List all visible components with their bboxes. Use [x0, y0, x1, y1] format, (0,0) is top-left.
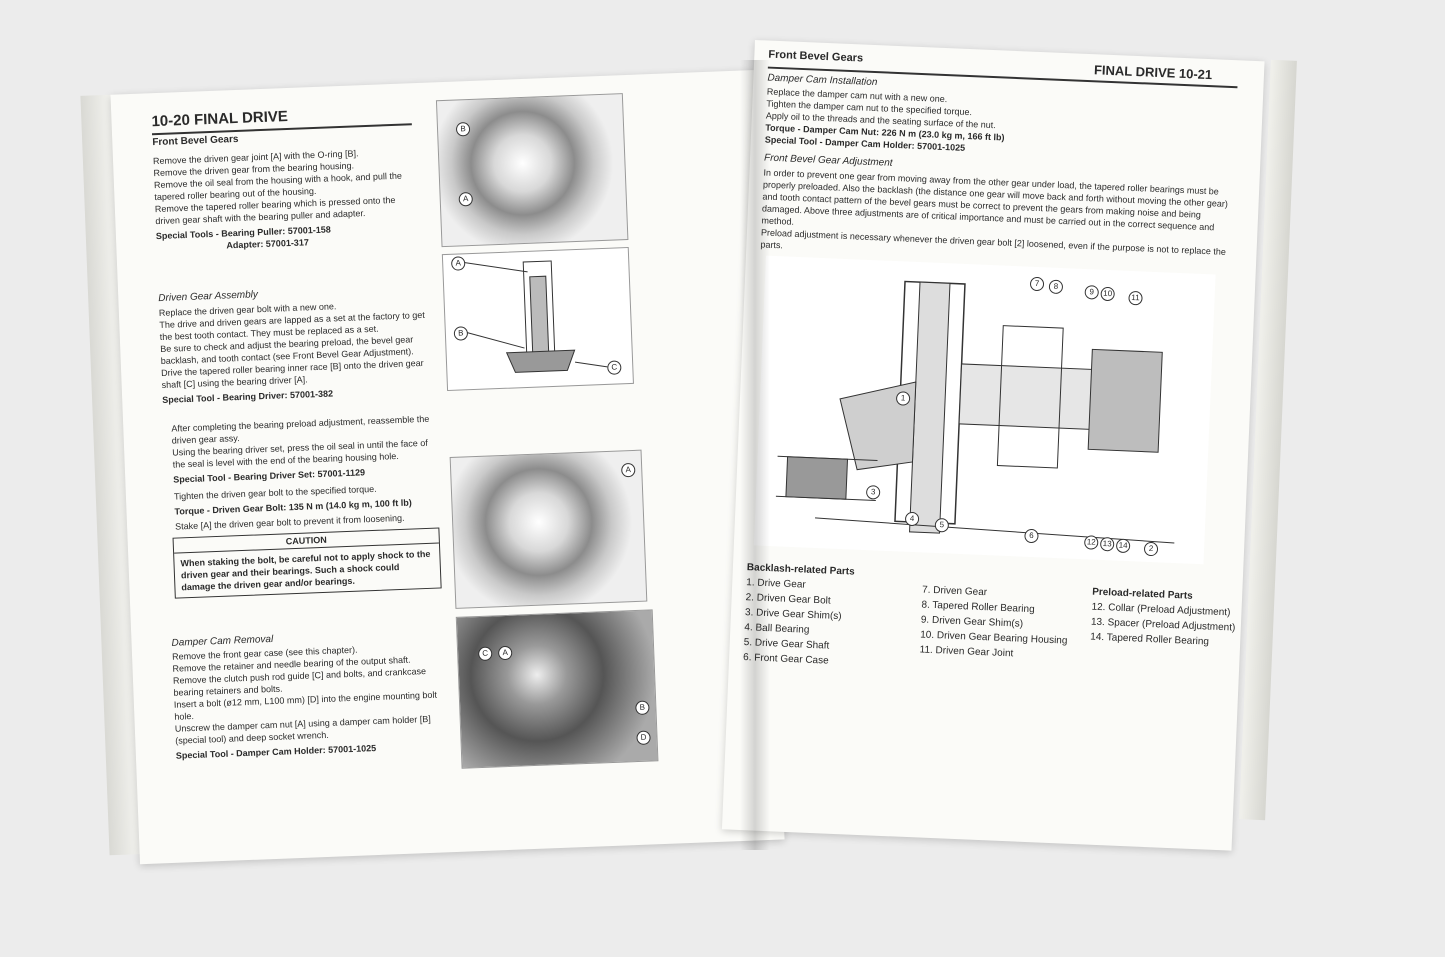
middle-parts-list: 7. Driven Gear 8. Tapered Roller Bearing…: [919, 582, 1087, 664]
damper-cam-photo: C A B D: [455, 609, 659, 769]
bearing-housing-photo: B A: [435, 93, 629, 248]
callout-d: D: [636, 730, 651, 746]
callout-c: C: [477, 646, 493, 662]
caution-body: When staking the bolt, be careful not to…: [180, 548, 431, 593]
left-section-title: Front Bevel Gears: [152, 133, 239, 149]
block2: Replace the driven gear bolt with a new …: [159, 297, 438, 406]
callout-a: A: [621, 462, 636, 478]
right-header-right: FINAL DRIVE 10-21: [1093, 62, 1213, 83]
driven-gear-photo: A: [449, 449, 648, 609]
left-page-header: 10-20 FINAL DRIVE: [151, 107, 289, 131]
callout-a: A: [458, 191, 474, 207]
right-page: Front Bevel Gears FINAL DRIVE 10-21 Damp…: [721, 40, 1265, 851]
book-gutter: [740, 60, 770, 850]
block1: Remove the driven gear joint [A] with th…: [153, 145, 422, 254]
tool-label: Special Tools -: [155, 228, 219, 242]
block3: After completing the bearing preload adj…: [171, 412, 443, 485]
left-page: 10-20 FINAL DRIVE Front Bevel Gears Remo…: [110, 70, 785, 865]
right-header-left: Front Bevel Gears: [768, 48, 864, 65]
sub-driven-gear-assembly: Driven Gear Assembly: [158, 289, 259, 305]
cross-section-svg: [775, 280, 1175, 544]
callout-b: B: [635, 700, 650, 716]
driver-svg: [463, 260, 608, 373]
caution-box: CAUTION When staking the bolt, be carefu…: [172, 527, 442, 599]
callout-a: A: [497, 645, 513, 661]
bevel-gear-cross-section: 7 8 9 10 11 1 3 4 5 6 12 13 14 2: [753, 255, 1216, 565]
callout-b: B: [455, 121, 471, 137]
preload-parts-list: Preload-related Parts 12. Collar (Preloa…: [1090, 585, 1237, 651]
block2: In order to prevent one gear from moving…: [760, 166, 1233, 270]
block4: Tighten the driven gear bolt to the spec…: [174, 480, 445, 532]
block1: Replace the damper cam nut with a new on…: [765, 86, 1237, 166]
block5: Remove the front gear case (see this cha…: [172, 640, 451, 761]
bearing-driver-diagram: A B C: [441, 246, 634, 392]
